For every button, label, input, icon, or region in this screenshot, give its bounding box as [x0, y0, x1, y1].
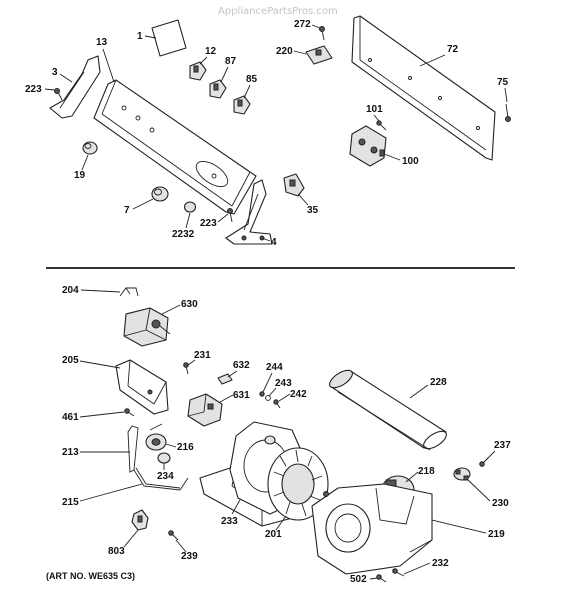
part-272-screw[interactable] — [319, 26, 325, 41]
part-100-control-bracket[interactable] — [349, 125, 387, 167]
callout-216: 216 — [177, 442, 194, 453]
callout-461: 461 — [62, 412, 79, 423]
callout-100: 100 — [402, 156, 419, 167]
part-1-label-card[interactable] — [151, 19, 187, 57]
callout-232: 232 — [432, 558, 449, 569]
callout-2232: 2232 — [172, 229, 195, 240]
part-630-motor-switch[interactable] — [123, 307, 171, 347]
callout-72: 72 — [447, 44, 459, 55]
part-213-idler-arm[interactable] — [127, 425, 139, 473]
callout-204: 204 — [62, 285, 79, 296]
callout-1: 1 — [137, 31, 143, 42]
part-232-screw[interactable] — [392, 568, 405, 577]
callout-87: 87 — [225, 56, 237, 67]
callout-3: 3 — [52, 67, 58, 78]
part-461-screw[interactable] — [124, 408, 135, 417]
part-205-motor-bracket[interactable] — [115, 359, 169, 415]
callout-237: 237 — [494, 440, 511, 451]
callout-234: 234 — [157, 471, 174, 482]
part-223-screw-left[interactable] — [54, 88, 63, 101]
part-201-blower-wheel[interactable] — [267, 447, 329, 521]
callout-13: 13 — [96, 37, 108, 48]
callout-218: 218 — [418, 466, 435, 477]
part-231-screw[interactable] — [183, 362, 189, 375]
callout-213: 213 — [62, 447, 79, 458]
callout-4: 4 — [271, 237, 277, 248]
part-7-knob[interactable] — [151, 186, 169, 202]
part-242-screw[interactable] — [273, 399, 281, 409]
part-230-thermostat[interactable] — [453, 467, 471, 481]
callout-223-left: 223 — [25, 84, 42, 95]
part-72-back-panel[interactable] — [351, 15, 496, 161]
callout-201: 201 — [265, 529, 282, 540]
callout-231: 231 — [194, 350, 211, 361]
part-75-screw[interactable] — [505, 103, 511, 122]
callout-631: 631 — [233, 390, 250, 401]
watermark-text: AppliancePartsPros.com — [218, 6, 338, 17]
callout-242: 242 — [290, 389, 307, 400]
callout-101: 101 — [366, 104, 383, 115]
part-243-washer[interactable] — [265, 395, 271, 401]
part-19-knob[interactable] — [82, 141, 98, 155]
callout-233: 233 — [221, 516, 238, 527]
callout-272: 272 — [294, 19, 311, 30]
callout-223-center: 223 — [200, 218, 217, 229]
callout-632: 632 — [233, 360, 250, 371]
callout-215: 215 — [62, 497, 79, 508]
callout-85: 85 — [246, 74, 258, 85]
part-219-blower-housing-front[interactable] — [311, 483, 433, 575]
part-223-screw-center[interactable] — [227, 208, 233, 223]
callout-230: 230 — [492, 498, 509, 509]
part-13-console-panel[interactable] — [93, 79, 257, 215]
callout-7: 7 — [124, 205, 130, 216]
callout-75: 75 — [497, 77, 509, 88]
callout-803: 803 — [108, 546, 125, 557]
art-number-note: (ART NO. WE635 C3) — [46, 571, 135, 581]
callout-19: 19 — [74, 170, 86, 181]
part-502-screw[interactable] — [376, 574, 387, 583]
part-631-switch[interactable] — [187, 393, 223, 427]
callout-205: 205 — [62, 355, 79, 366]
part-3-end-cap-left[interactable] — [49, 55, 101, 119]
part-2232-knob[interactable] — [183, 201, 197, 213]
callout-502: 502 — [350, 574, 367, 585]
part-244-screw[interactable] — [259, 391, 265, 397]
part-85-clip[interactable] — [233, 95, 251, 115]
part-204-clip[interactable] — [119, 287, 139, 297]
part-216-idler-pulley[interactable] — [145, 423, 167, 451]
part-101-screw[interactable] — [376, 120, 387, 131]
part-220-switch[interactable] — [305, 45, 333, 65]
callout-220: 220 — [276, 46, 293, 57]
callout-228: 228 — [430, 377, 447, 388]
part-234-pulley[interactable] — [157, 452, 171, 464]
callout-239: 239 — [181, 551, 198, 562]
callout-12: 12 — [205, 46, 217, 57]
callout-35: 35 — [307, 205, 319, 216]
part-87-clip[interactable] — [209, 79, 227, 99]
part-803-clip[interactable] — [131, 509, 149, 531]
callout-219: 219 — [488, 529, 505, 540]
callout-243: 243 — [275, 378, 292, 389]
part-12-clip[interactable] — [189, 61, 207, 81]
callout-244: 244 — [266, 362, 283, 373]
part-215-belt-rod[interactable] — [133, 467, 189, 491]
part-35-switch[interactable] — [283, 173, 305, 197]
part-228-exhaust-duct[interactable] — [327, 367, 449, 452]
callout-630: 630 — [181, 299, 198, 310]
part-239-screw[interactable] — [168, 530, 179, 541]
part-4-end-cap-right[interactable] — [225, 179, 273, 245]
